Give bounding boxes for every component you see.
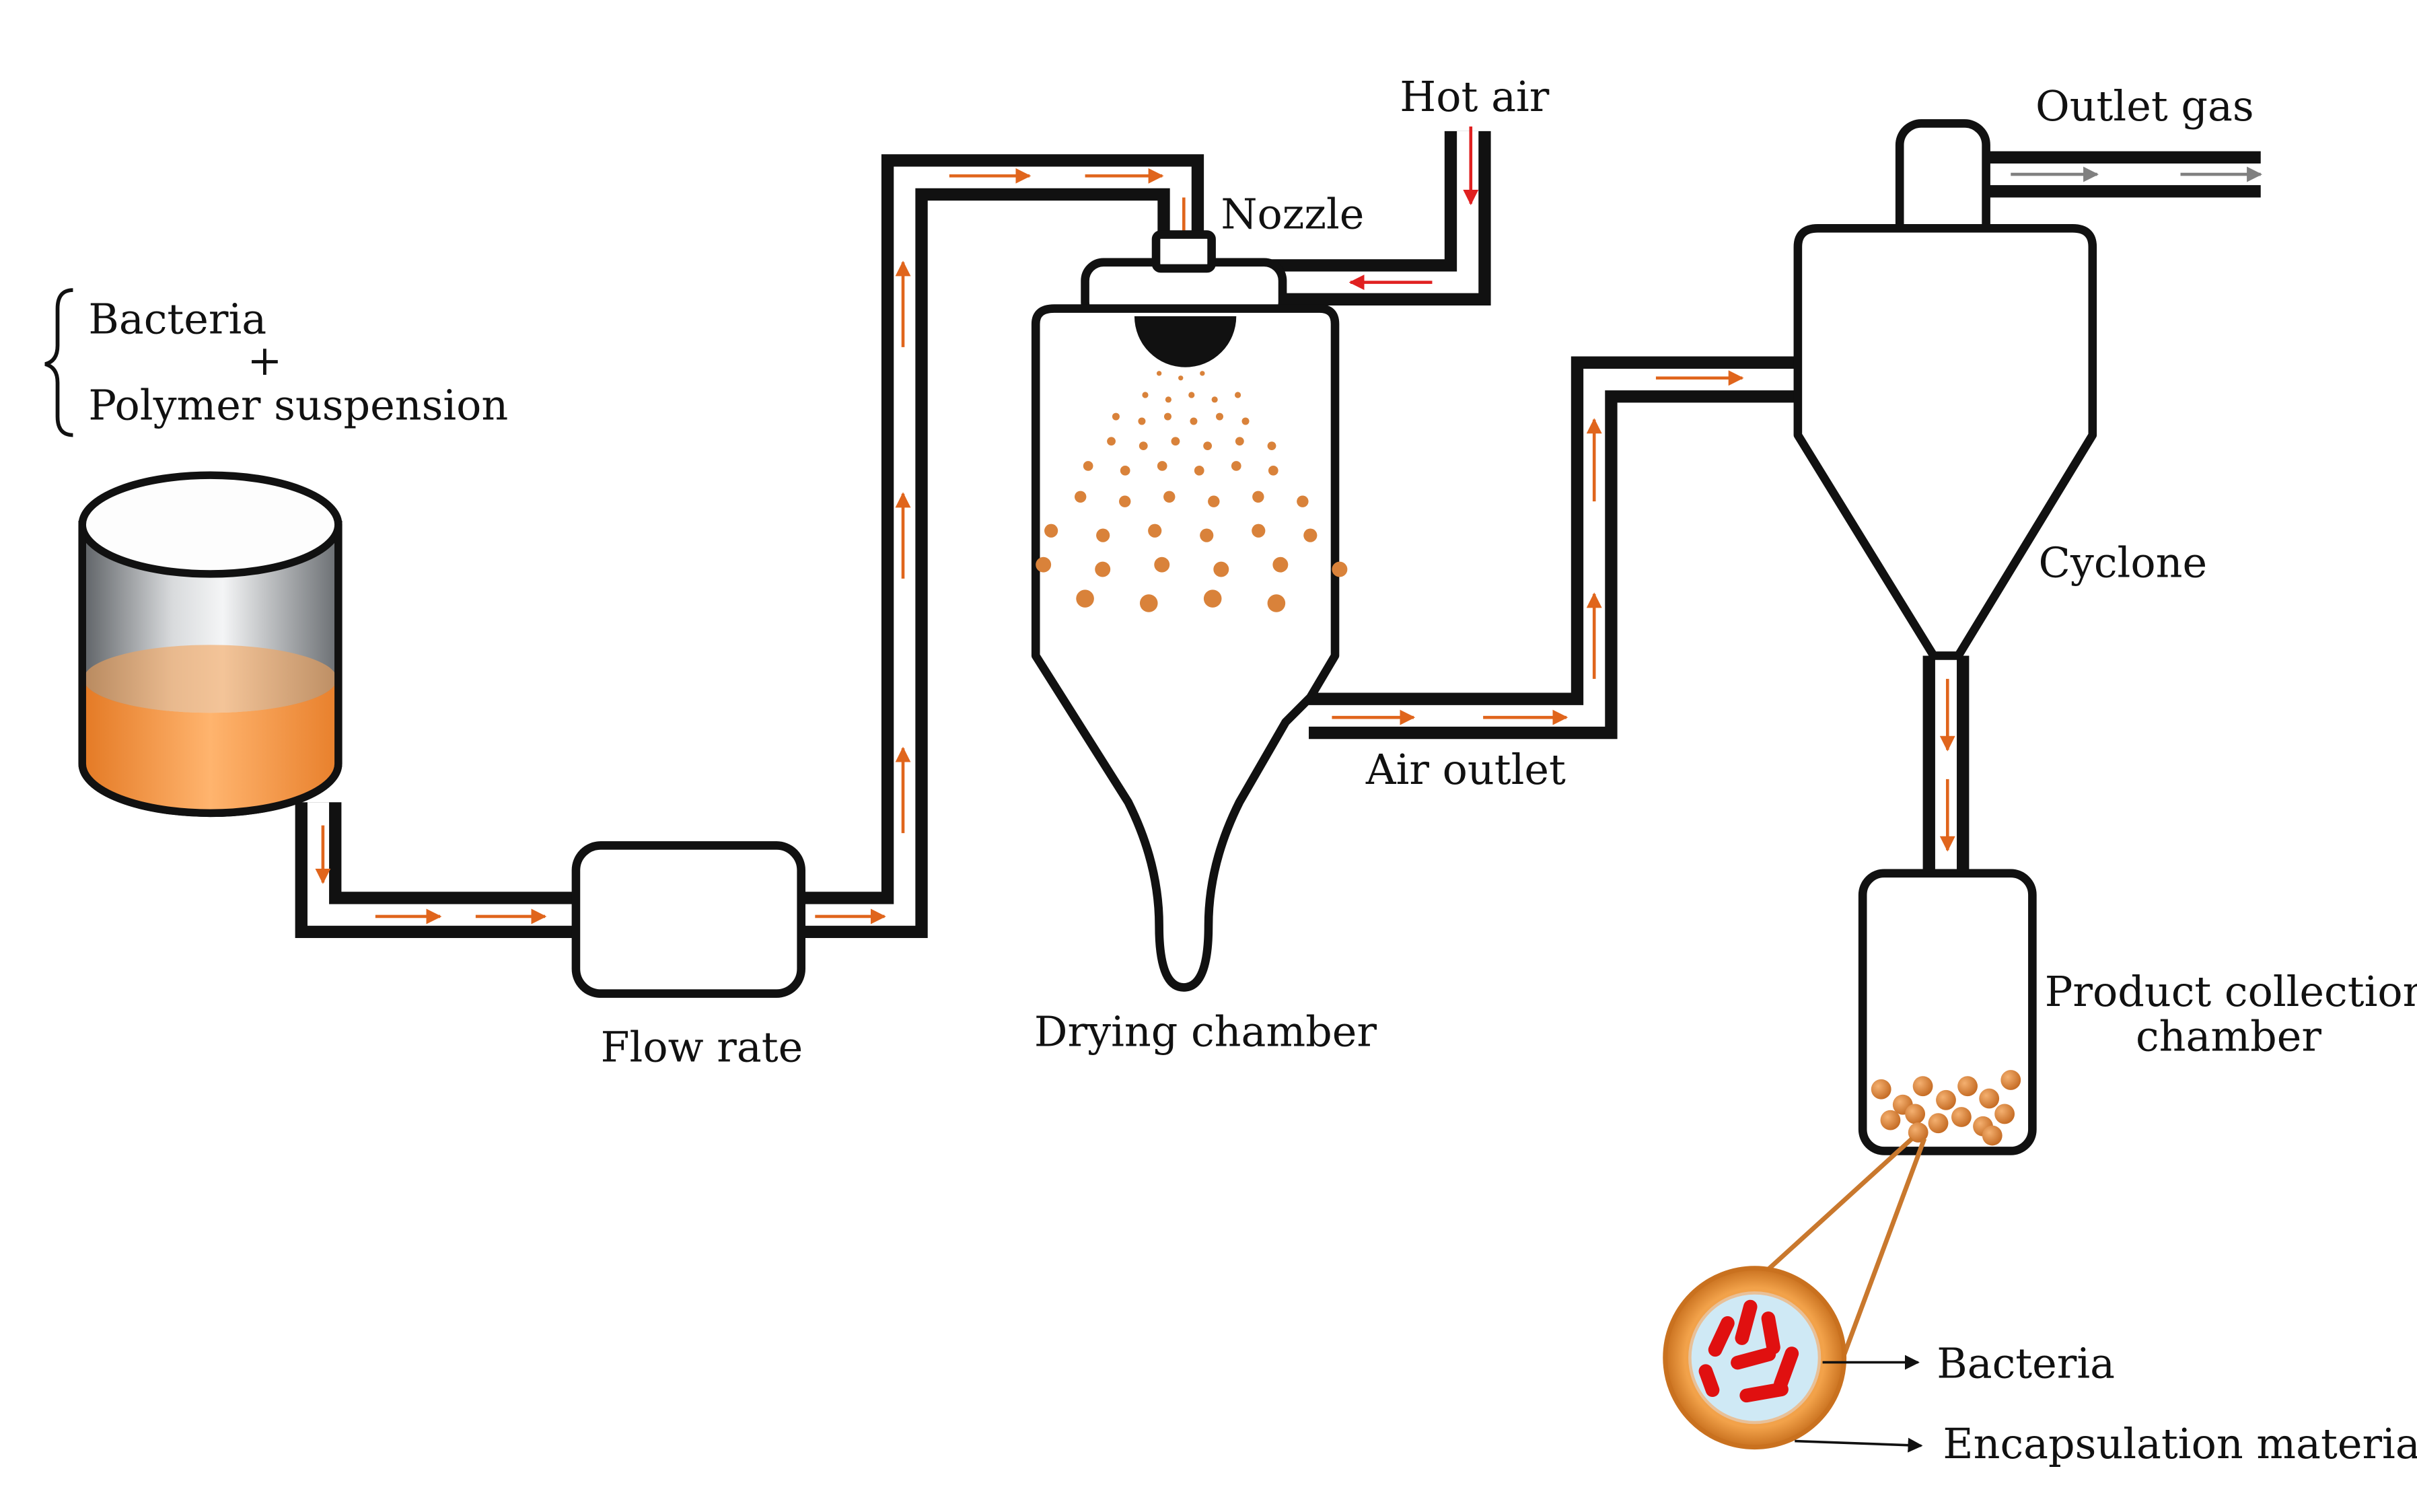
product-particle xyxy=(1982,1125,2003,1146)
label-plus: + xyxy=(248,336,283,385)
product-particle xyxy=(1880,1110,1901,1130)
product-particle xyxy=(1951,1107,1972,1127)
product-particle xyxy=(1994,1104,2015,1124)
label-bacteria-callout: Bacteria xyxy=(1937,1340,2115,1388)
product-particles xyxy=(1871,1070,2021,1146)
product-particle xyxy=(1928,1113,1949,1134)
product-particle xyxy=(1957,1076,1978,1097)
spray-droplet xyxy=(1213,561,1229,577)
spray-droplet xyxy=(1234,392,1241,398)
nozzle-head xyxy=(1134,316,1237,367)
spray-droplet xyxy=(1044,524,1058,538)
spray-droplet xyxy=(1096,528,1110,542)
spray-droplet xyxy=(1165,396,1171,403)
spray-droplet xyxy=(1138,417,1146,425)
product-particle xyxy=(1905,1104,1926,1124)
label-polymer-suspension: Polymer suspension xyxy=(88,382,508,430)
spray-droplet xyxy=(1297,495,1309,507)
spray-droplet xyxy=(1252,491,1264,503)
spray-droplet xyxy=(1190,417,1198,425)
spray-droplet xyxy=(1267,594,1286,612)
spray-droplet xyxy=(1163,491,1176,503)
spray-droplet xyxy=(1231,461,1241,471)
label-cyclone: Cyclone xyxy=(2039,539,2208,587)
label-product-collection-line2: chamber xyxy=(2136,1012,2321,1060)
spray-droplets xyxy=(1036,371,1348,612)
spray-droplet xyxy=(1188,392,1195,398)
spray-droplet xyxy=(1036,556,1052,573)
brace xyxy=(44,288,73,437)
spray-droplet xyxy=(1303,528,1318,542)
spray-droplet xyxy=(1208,495,1220,507)
bacteria-cells xyxy=(1698,1299,1799,1403)
flow-rate-pump xyxy=(571,841,805,998)
spray-droplet xyxy=(1076,589,1094,608)
cyclone xyxy=(1793,119,2097,660)
spray-droplet xyxy=(1139,441,1148,451)
label-flow-rate: Flow rate xyxy=(601,1023,803,1071)
feed-tank xyxy=(78,471,342,818)
label-hot-air: Hot air xyxy=(1400,73,1549,121)
label-nozzle: Nozzle xyxy=(1221,190,1364,238)
product-particle xyxy=(1936,1089,1956,1110)
spray-droplet xyxy=(1120,465,1130,476)
label-encapsulation-material: Encapsulation material xyxy=(1943,1420,2417,1468)
product-collection-chamber xyxy=(1858,869,2037,1155)
spray-droplet xyxy=(1163,412,1171,421)
label-product-collection-line1: Product collection xyxy=(2045,968,2417,1016)
product-particle xyxy=(1908,1122,1928,1143)
spray-droplet xyxy=(1200,371,1205,376)
spray-droplet xyxy=(1194,465,1204,476)
product-particle xyxy=(2000,1070,2021,1090)
spray-droplet xyxy=(1154,556,1170,573)
spray-droplet xyxy=(1211,396,1218,403)
spray-droplet xyxy=(1272,556,1289,573)
spray-droplet xyxy=(1171,437,1180,446)
label-outlet-gas: Outlet gas xyxy=(2035,82,2254,131)
spray-droplet xyxy=(1235,437,1244,446)
spray-droplet xyxy=(1200,528,1214,542)
label-air-outlet: Air outlet xyxy=(1365,746,1566,794)
pipe-air-outlet-line xyxy=(1309,356,1813,740)
spray-droplet xyxy=(1203,589,1222,608)
drying-chamber xyxy=(1031,230,1340,992)
capsule-callout xyxy=(1663,1137,1927,1453)
flow-arrows xyxy=(315,127,2263,925)
product-particle xyxy=(1979,1088,2000,1109)
product-particle xyxy=(1871,1079,1891,1100)
spray-droplet xyxy=(1178,375,1184,381)
spray-droplet xyxy=(1095,561,1111,577)
spray-droplet xyxy=(1107,437,1116,446)
spray-droplet xyxy=(1267,441,1276,451)
spray-droplet xyxy=(1157,461,1167,471)
spray-droplet xyxy=(1083,461,1093,471)
spray-droplet xyxy=(1142,392,1149,398)
spray-droplet xyxy=(1156,371,1162,376)
product-particle xyxy=(1912,1076,1933,1097)
spray-droplet xyxy=(1074,491,1087,503)
spray-droplet xyxy=(1268,465,1278,476)
spray-droplet xyxy=(1148,524,1162,538)
spray-droplet xyxy=(1216,412,1224,421)
spray-droplet xyxy=(1139,594,1158,612)
label-drying-chamber: Drying chamber xyxy=(1034,1008,1377,1056)
spray-droplet xyxy=(1112,412,1120,421)
spray-droplet xyxy=(1252,524,1266,538)
label-bacteria-input: Bacteria xyxy=(88,295,266,343)
spray-droplet xyxy=(1332,561,1348,577)
spray-droplet xyxy=(1203,441,1213,451)
pipe-hot-air-line xyxy=(1270,131,1491,305)
spray-droplet xyxy=(1241,417,1250,425)
spray-droplet xyxy=(1119,495,1131,507)
